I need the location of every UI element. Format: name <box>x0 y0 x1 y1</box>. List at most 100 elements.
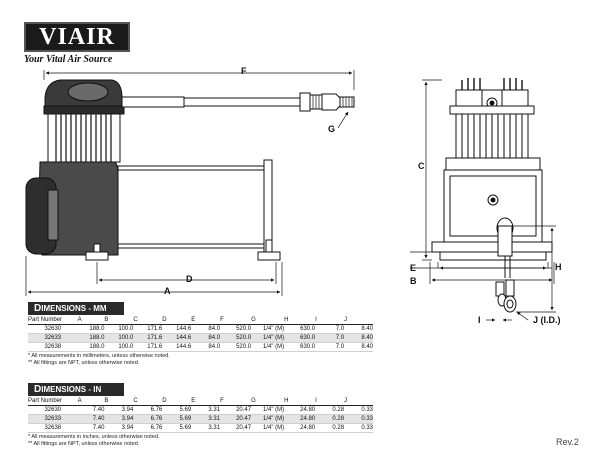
cell: 7.0 <box>315 324 345 334</box>
dim-label-b: B <box>410 276 417 286</box>
cell: 32630 <box>28 324 78 334</box>
cell: 171.6 <box>133 324 163 334</box>
cell: 3.94 <box>104 423 134 433</box>
cell: 32633 <box>28 414 78 424</box>
col-header: J <box>344 397 373 406</box>
col-header: C <box>133 316 163 325</box>
table-title-mm-rest: IMENSIONS - MM <box>41 304 107 313</box>
cell: 3.31 <box>191 423 221 433</box>
table-row: 32630 7.40 3.94 6.76 5.69 3.31 20.47 1/4… <box>28 405 373 415</box>
cell: 1/4" (M) <box>251 324 285 334</box>
cell: 144.6 <box>162 324 192 334</box>
cell: 7.40 <box>77 423 105 433</box>
cell: 8.40 <box>344 324 373 334</box>
cell: 24.80 <box>284 423 316 433</box>
cell: 20.47 <box>220 405 252 415</box>
dim-label-g: G <box>328 124 336 134</box>
col-header: Part Number <box>28 397 78 406</box>
col-header: A <box>77 397 105 406</box>
table-header-row: Part Number A B C D E F G H I J <box>28 397 373 406</box>
cell: 144.6 <box>162 333 192 343</box>
table-header-row: Part Number A B C D E F G H I J <box>28 316 373 325</box>
col-header: F <box>220 316 252 325</box>
col-header: E <box>191 397 221 406</box>
logo-wordmark: VIAIR <box>39 24 115 50</box>
cell: 520.0 <box>220 342 252 352</box>
cell: 100.0 <box>104 342 134 352</box>
side-view-dimensions <box>25 70 355 296</box>
dim-label-f: F <box>241 66 247 76</box>
dim-label-j: J (I.D.) <box>533 315 561 325</box>
col-header: G <box>251 316 285 325</box>
col-header: Part Number <box>28 316 78 325</box>
table-row: 32638 188.0 100.0 171.6 144.6 84.0 520.0… <box>28 342 373 352</box>
col-header: A <box>77 316 105 325</box>
cell: 32638 <box>28 423 78 433</box>
table-title-in-rest: IMENSIONS - IN <box>41 385 102 394</box>
col-header: D <box>162 397 192 406</box>
dim-label-h: H <box>555 262 562 272</box>
cell: 20.47 <box>220 423 252 433</box>
dim-label-e: E <box>410 263 417 273</box>
cell: 32633 <box>28 333 78 343</box>
cell: 100.0 <box>104 324 134 334</box>
cell: 7.40 <box>77 405 105 415</box>
table-notes-in: * All measurements in inches, unless oth… <box>28 434 159 448</box>
note-line: ** All fittings are NPT, unless otherwis… <box>28 360 140 366</box>
end-view <box>431 78 553 313</box>
col-header: J <box>344 316 373 325</box>
cell: 5.69 <box>162 423 192 433</box>
cell: 1/4" (M) <box>251 414 285 424</box>
cell: 144.6 <box>162 342 192 352</box>
cell: 520.0 <box>220 333 252 343</box>
cell: 0.33 <box>344 414 373 424</box>
table-row: 32633 188.0 100.0 171.6 144.6 84.0 520.0… <box>28 333 373 343</box>
col-header: H <box>284 397 316 406</box>
cell: 20.47 <box>220 414 252 424</box>
cell: 7.40 <box>77 414 105 424</box>
cell: 520.0 <box>220 324 252 334</box>
cell: 0.33 <box>344 405 373 415</box>
note-line: * All measurements in inches, unless oth… <box>28 434 160 440</box>
col-header: D <box>162 316 192 325</box>
cell: 7.0 <box>315 333 345 343</box>
cell: 100.0 <box>104 333 134 343</box>
dimensions-table-in: Part Number A B C D E F G H I J 32630 7.… <box>28 397 373 433</box>
cell: 5.69 <box>162 414 192 424</box>
table-title-mm: DIMENSIONS - MM <box>28 302 124 315</box>
cell: 0.28 <box>315 405 345 415</box>
cell: 1/4" (M) <box>251 333 285 343</box>
cell: 8.40 <box>344 333 373 343</box>
col-header: H <box>284 316 316 325</box>
cell: 1/4" (M) <box>251 405 285 415</box>
table-title-in: DIMENSIONS - IN <box>28 383 124 396</box>
cell: 0.33 <box>344 423 373 433</box>
viair-logo: VIAIR Your Vital Air Source <box>24 22 134 65</box>
cell: 84.0 <box>191 324 221 334</box>
table-row: 32633 7.40 3.94 6.76 5.69 3.31 20.47 1/4… <box>28 414 373 424</box>
cell: 630.0 <box>284 333 316 343</box>
cell: 24.80 <box>284 414 316 424</box>
cell: 630.0 <box>284 342 316 352</box>
col-header: G <box>251 397 285 406</box>
cell: 6.76 <box>133 414 163 424</box>
dim-label-a: A <box>164 286 171 296</box>
cell: 8.40 <box>344 342 373 352</box>
cell: 1/4" (M) <box>251 342 285 352</box>
note-line: ** All fittings are NPT, unless otherwis… <box>28 441 140 447</box>
cell: 0.28 <box>315 414 345 424</box>
cell: 188.0 <box>77 333 105 343</box>
cell: 84.0 <box>191 342 221 352</box>
cell: 188.0 <box>77 324 105 334</box>
cell: 24.80 <box>284 405 316 415</box>
logo-tagline: Your Vital Air Source <box>24 54 113 65</box>
col-header: I <box>315 397 345 406</box>
side-view <box>25 79 355 261</box>
dim-label-d: D <box>186 274 193 284</box>
cell: 5.69 <box>162 405 192 415</box>
cell: 1/4" (M) <box>251 423 285 433</box>
cell: 84.0 <box>191 333 221 343</box>
cell: 171.6 <box>133 333 163 343</box>
cell: 3.94 <box>104 414 134 424</box>
